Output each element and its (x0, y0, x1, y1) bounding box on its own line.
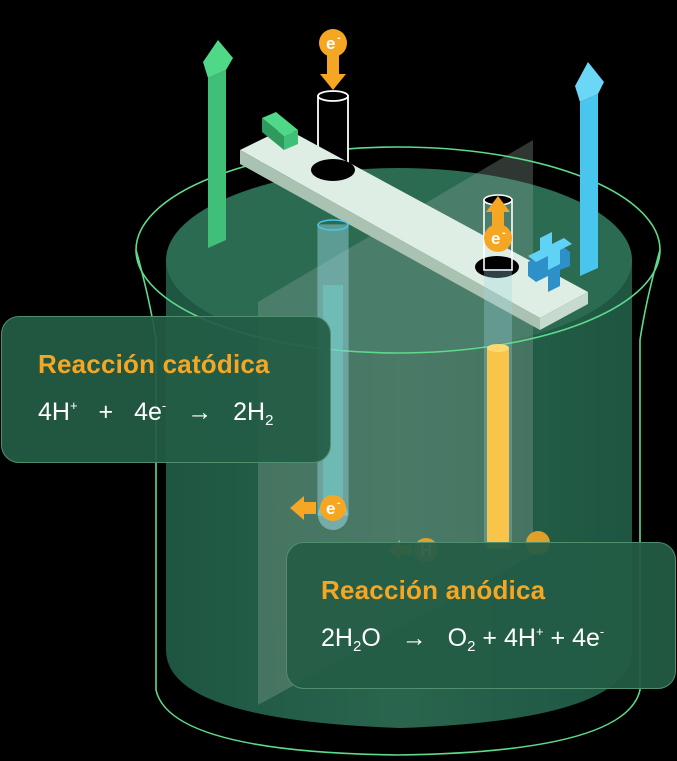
cathode-reaction-title: Reacción catódica (38, 349, 270, 379)
svg-text:e: e (326, 499, 335, 518)
anode-reaction-title: Reacción anódica (321, 575, 546, 605)
up-arrow-icon (203, 40, 233, 248)
svg-text:-: - (337, 497, 341, 509)
svg-text:e: e (491, 229, 500, 248)
electron-icon: e - (290, 495, 346, 521)
svg-text:e: e (326, 34, 335, 53)
positive-terminal-icon (528, 232, 572, 292)
anode-tube (483, 194, 513, 550)
anode-reaction-card: Reacción anódica 2H2O → O2 + 4H+ + 4e- (286, 542, 676, 689)
anode-reaction-equation: 2H2O → O2 + 4H+ + 4e- (321, 624, 605, 655)
svg-text:-: - (502, 227, 506, 239)
negative-terminal-icon (262, 112, 298, 150)
up-arrow-icon (575, 62, 604, 276)
electron-icon: e - (484, 196, 512, 252)
electron-icon: e - (319, 29, 347, 90)
cathode-reaction-card: Reacción catódica 4H+ + 4e- → 2H2 (1, 316, 331, 463)
svg-text:-: - (337, 32, 341, 44)
cathode-reaction-equation: 4H+ + 4e- → 2H2 (38, 398, 274, 429)
